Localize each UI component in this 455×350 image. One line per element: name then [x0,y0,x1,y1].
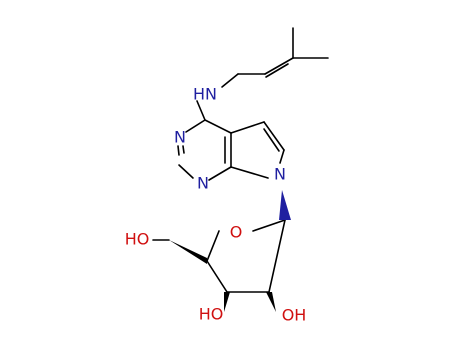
wedge-c4p-c5p [169,240,207,264]
hydroxymethyl-oh-label: HO [125,230,150,249]
bond-c4-n3 [185,119,206,133]
bond-c5-c6 [263,121,285,151]
pyrimidine-n-lower-label: N [197,174,209,193]
bond-c4a-c5 [230,121,265,134]
pyrrole-n-label: N [274,165,286,184]
hydroxyl-2-label: OH [282,306,307,325]
stereo-wedges [169,190,291,312]
bond-c4p-c3p [206,260,228,293]
bonds [152,27,329,293]
bond-alkene-inner [265,63,289,78]
bond-c5-c6-inner [263,128,280,152]
bond-c1p-o4p [252,219,286,232]
bond-n8-c7a [230,166,269,179]
bond-c2-n3-inner [182,145,185,154]
bond-c2p-c1p [268,219,286,293]
bond-c6-n8 [279,149,285,164]
hydroxyl-3-label: HO [199,305,224,324]
wedge-c1p-n [279,190,291,220]
bond-nh-c4 [196,100,206,121]
bond-n7-c2 [178,164,194,179]
bond-o4p-c4p [206,230,220,262]
bond-c7a-n7 [208,166,232,181]
ring-oxygen-label: O [230,223,243,242]
bond-c4-c4a [204,119,232,134]
amine-nh-label: HN [193,85,217,104]
bond-c2-n3 [177,145,180,156]
wedge-c3p-oh [224,292,230,312]
bond-alkene [264,57,294,75]
bond-ch2-nh [221,73,239,88]
wedge-c2p-oh [266,292,276,312]
pyrimidine-n-upper-label: N [174,128,186,147]
